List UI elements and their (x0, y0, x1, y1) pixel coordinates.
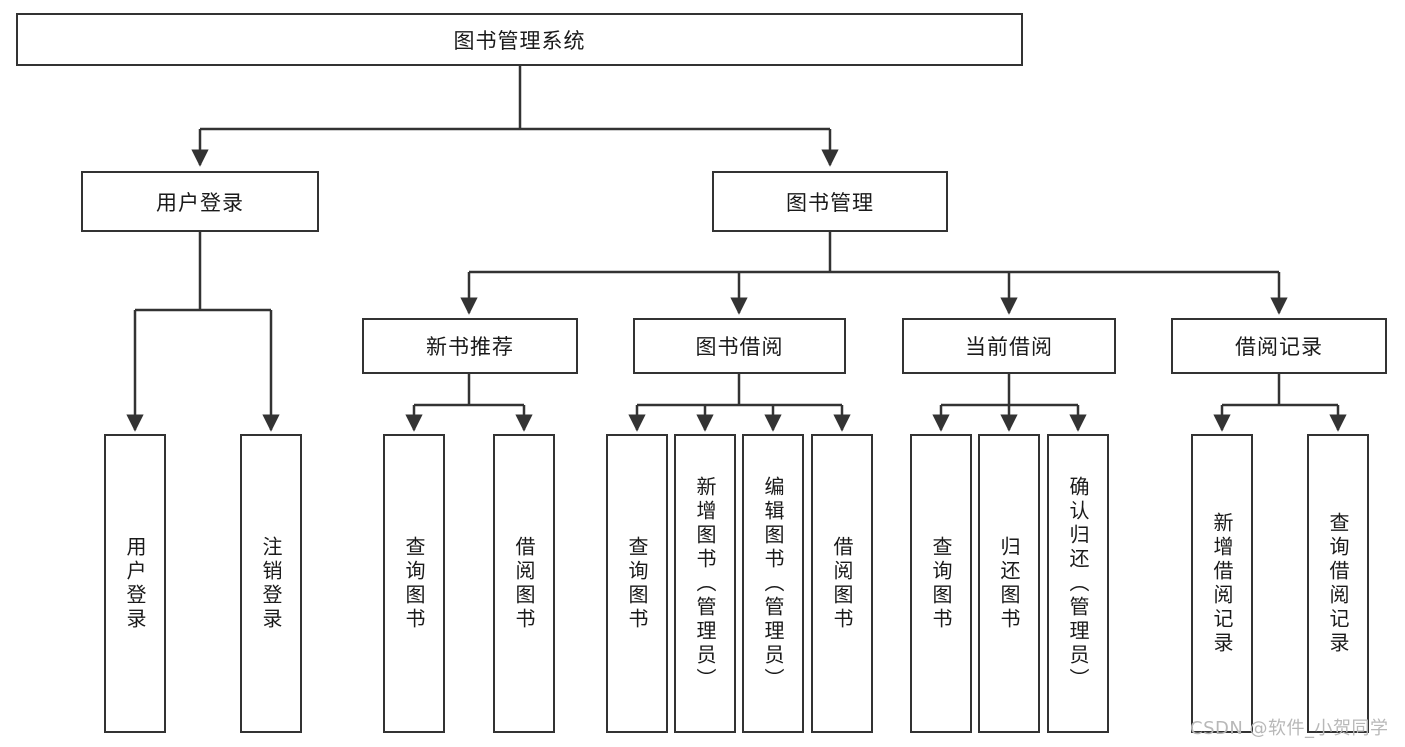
leaf-user-login-logout[interactable]: 注销登录 (240, 434, 302, 733)
leaf-new-book-query-book[interactable]: 查询图书 (383, 434, 445, 733)
leaf-label: 归还图书 (997, 535, 1021, 632)
leaf-label: 借阅图书 (830, 535, 854, 632)
leaf-label: 查询图书 (625, 535, 649, 632)
node-current-borrow[interactable]: 当前借阅 (902, 318, 1116, 374)
node-new-book-recommend[interactable]: 新书推荐 (362, 318, 578, 374)
leaf-book-borrow-edit-book-admin[interactable]: 编辑图书（管理员） (742, 434, 804, 733)
node-borrow-record[interactable]: 借阅记录 (1171, 318, 1387, 374)
leaf-book-borrow-add-book-admin[interactable]: 新增图书（管理员） (674, 434, 736, 733)
leaf-book-borrow-borrow-book[interactable]: 借阅图书 (811, 434, 873, 733)
leaf-new-book-borrow-book[interactable]: 借阅图书 (493, 434, 555, 733)
node-book-management[interactable]: 图书管理 (712, 171, 948, 232)
leaf-current-borrow-query-book[interactable]: 查询图书 (910, 434, 972, 733)
leaf-book-borrow-query-book[interactable]: 查询图书 (606, 434, 668, 733)
node-root-system[interactable]: 图书管理系统 (16, 13, 1023, 66)
leaf-current-borrow-confirm-return-admin[interactable]: 确认归还（管理员） (1047, 434, 1109, 733)
leaf-label: 编辑图书（管理员） (761, 475, 785, 692)
csdn-watermark: CSDN @软件_小贺同学 (1190, 718, 1389, 739)
leaf-label: 注销登录 (259, 535, 283, 632)
leaf-label: 新增借阅记录 (1210, 511, 1234, 656)
leaf-label: 查询借阅记录 (1326, 511, 1350, 656)
leaf-label: 查询图书 (402, 535, 426, 632)
node-book-borrow[interactable]: 图书借阅 (633, 318, 846, 374)
leaf-label: 借阅图书 (512, 535, 536, 632)
leaf-user-login-login[interactable]: 用户登录 (104, 434, 166, 733)
leaf-borrow-record-query-record[interactable]: 查询借阅记录 (1307, 434, 1369, 733)
node-user-login[interactable]: 用户登录 (81, 171, 319, 232)
leaf-current-borrow-return-book[interactable]: 归还图书 (978, 434, 1040, 733)
leaf-label: 查询图书 (929, 535, 953, 632)
leaf-label: 新增图书（管理员） (693, 475, 717, 692)
leaf-label: 确认归还（管理员） (1066, 475, 1090, 692)
leaf-label: 用户登录 (123, 535, 147, 632)
leaf-borrow-record-add-record[interactable]: 新增借阅记录 (1191, 434, 1253, 733)
